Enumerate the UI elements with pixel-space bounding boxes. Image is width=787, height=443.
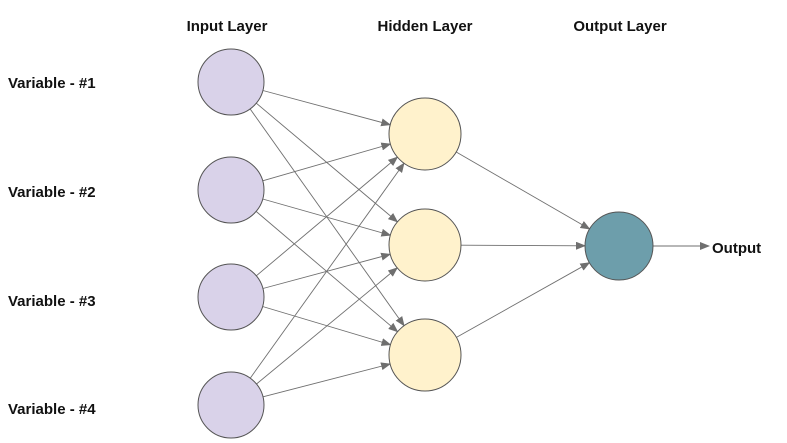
connection-line [262,142,392,182]
input-label-1: Variable - #1 [8,75,96,92]
input-node [197,156,265,224]
input-node [197,263,265,331]
input-layer-title: Input Layer [187,18,268,35]
connection-line [249,162,405,379]
connection-line [262,362,392,398]
input-label-4: Variable - #4 [8,401,96,418]
output-node [584,211,654,281]
output-layer [584,211,654,281]
connection-line [456,262,591,338]
hidden-layer-title: Hidden Layer [377,18,472,35]
output-layer-title: Output Layer [573,18,667,35]
hidden-node [388,208,462,282]
hidden-layer [388,97,462,392]
hidden-node [388,97,462,171]
connection-line [262,306,392,346]
input-layer [197,48,265,439]
connection-line [256,267,398,385]
connection-line [455,151,591,230]
connection-line [256,156,399,277]
input-label-3: Variable - #3 [8,293,96,310]
input-label-2: Variable - #2 [8,184,96,201]
connection-line [262,90,392,127]
connection-line [460,241,586,250]
input-node [197,48,265,116]
hidden-node [388,318,462,392]
output-label: Output [712,240,761,257]
connection-lines [249,90,591,398]
input-node [197,371,265,439]
